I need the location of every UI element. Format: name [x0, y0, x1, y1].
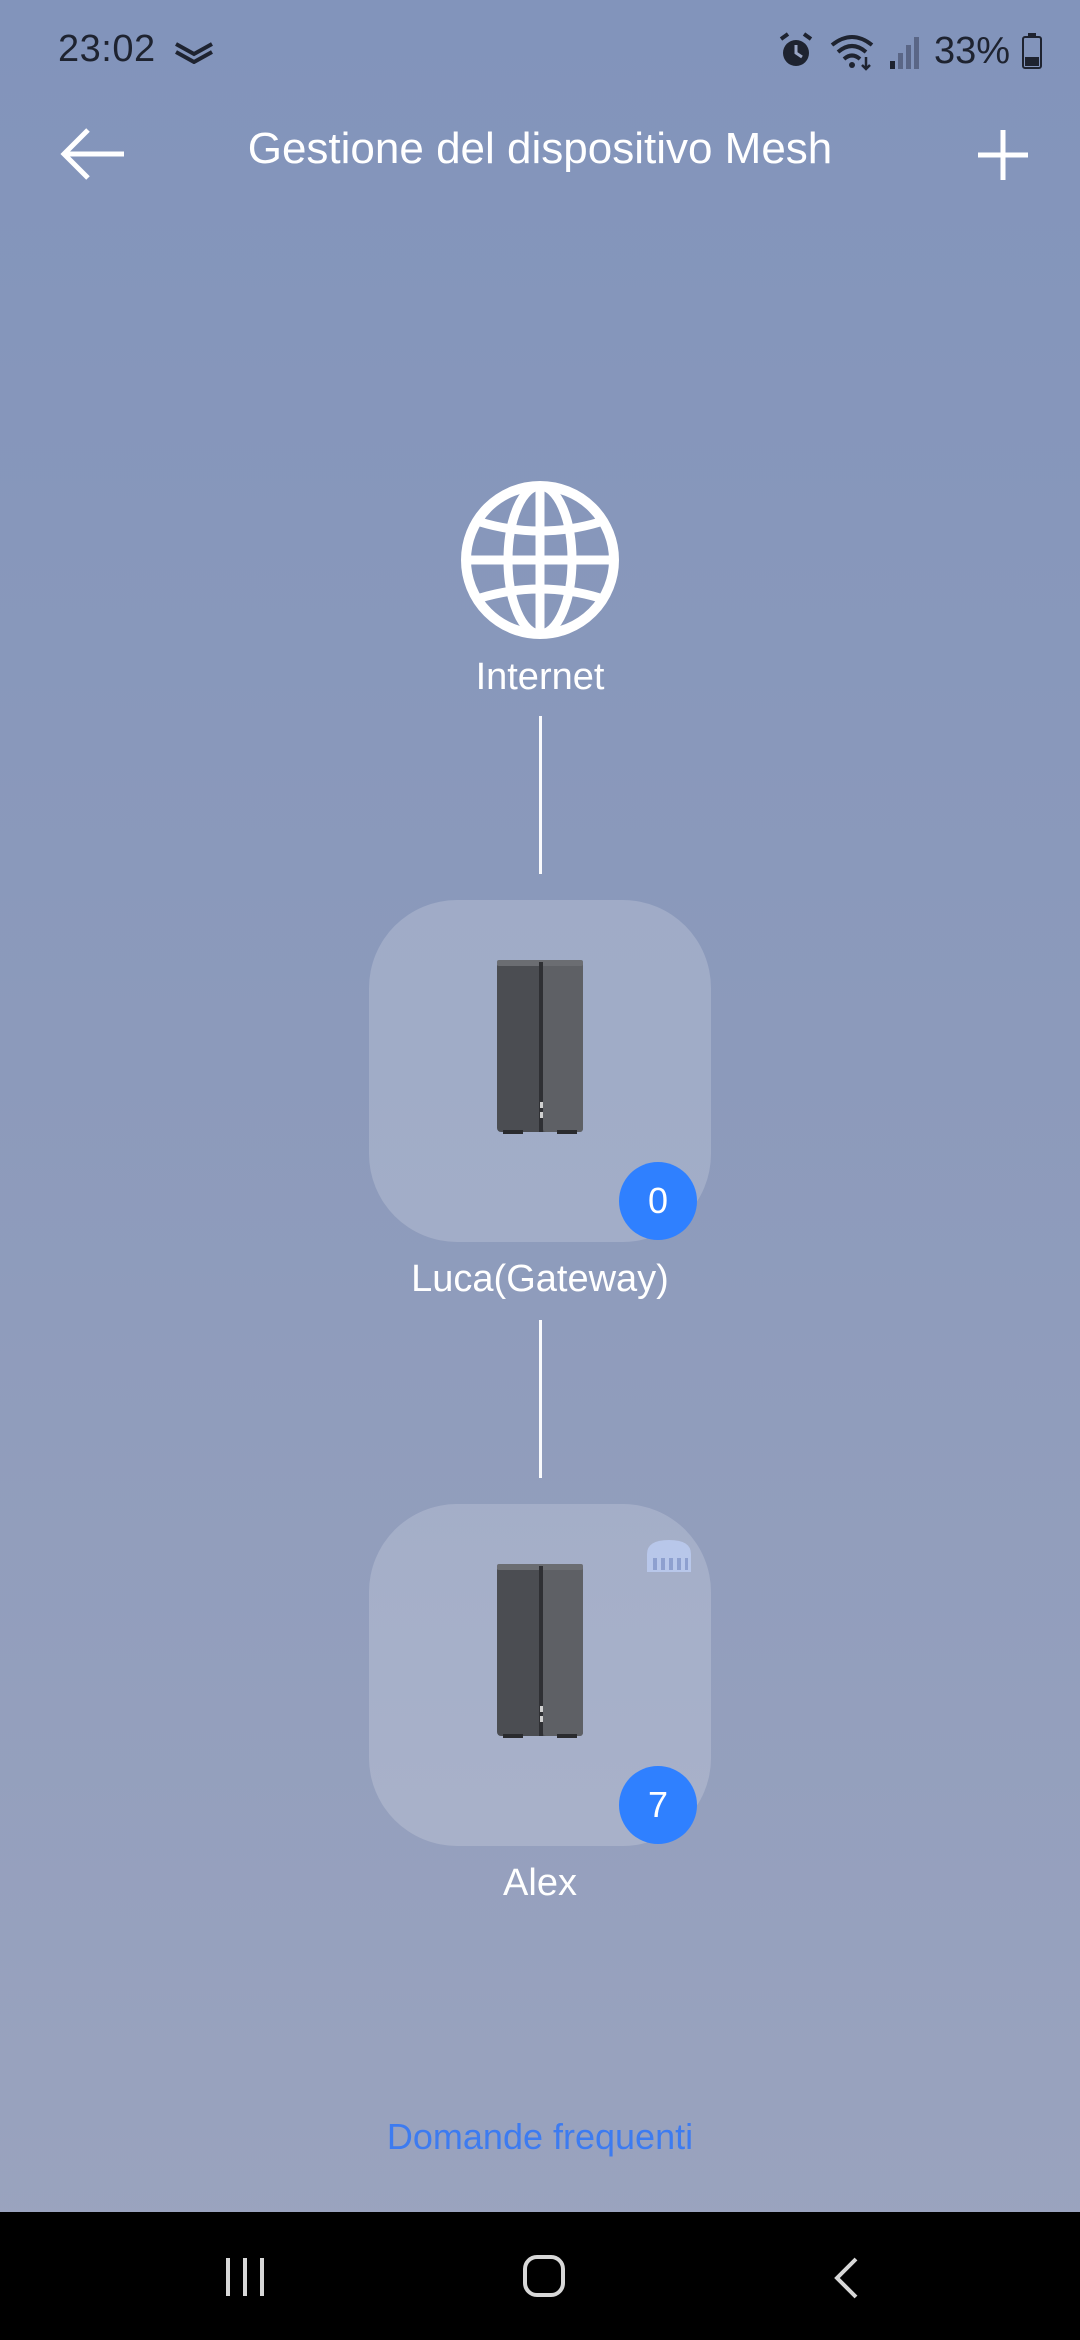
client-count-badge: 0: [619, 1162, 697, 1240]
internet-node[interactable]: Internet: [440, 470, 640, 710]
battery-percent: 33%: [933, 29, 1010, 72]
router-icon: [497, 960, 583, 1134]
system-nav-bar: [0, 2212, 1080, 2340]
battery-icon: [1022, 33, 1042, 69]
app-bar: Gestione del dispositivo Mesh: [0, 110, 1080, 190]
back-arrow-icon[interactable]: [60, 124, 130, 184]
page-title: Gestione del dispositivo Mesh: [247, 124, 833, 173]
home-icon[interactable]: [522, 2254, 566, 2298]
back-icon[interactable]: [832, 2256, 860, 2300]
ethernet-icon: [647, 1540, 691, 1572]
connection-line: [539, 716, 542, 874]
mesh-node-alex[interactable]: 7: [369, 1504, 711, 1846]
signal-arrows-icon: [175, 42, 213, 64]
plus-icon[interactable]: [968, 120, 1038, 190]
globe-icon: [461, 481, 619, 639]
client-count-badge: 7: [619, 1766, 697, 1844]
recents-icon[interactable]: [222, 2256, 268, 2298]
faq-link[interactable]: Domande frequenti: [386, 2116, 694, 2157]
status-icons: 33%: [776, 26, 1042, 76]
mesh-node-gateway[interactable]: 0: [369, 900, 711, 1242]
cell-signal-icon: [889, 37, 919, 69]
status-bar: 23:02 33%: [0, 0, 1080, 100]
connection-line: [539, 1320, 542, 1478]
alarm-icon: [779, 32, 813, 66]
wifi-icon: [830, 35, 874, 71]
status-time: 23:02: [58, 28, 156, 70]
internet-label: Internet: [475, 656, 605, 698]
node-label-alex: Alex: [503, 1862, 577, 1904]
router-icon: [497, 1564, 583, 1738]
node-label-gateway: Luca(Gateway): [411, 1258, 669, 1300]
